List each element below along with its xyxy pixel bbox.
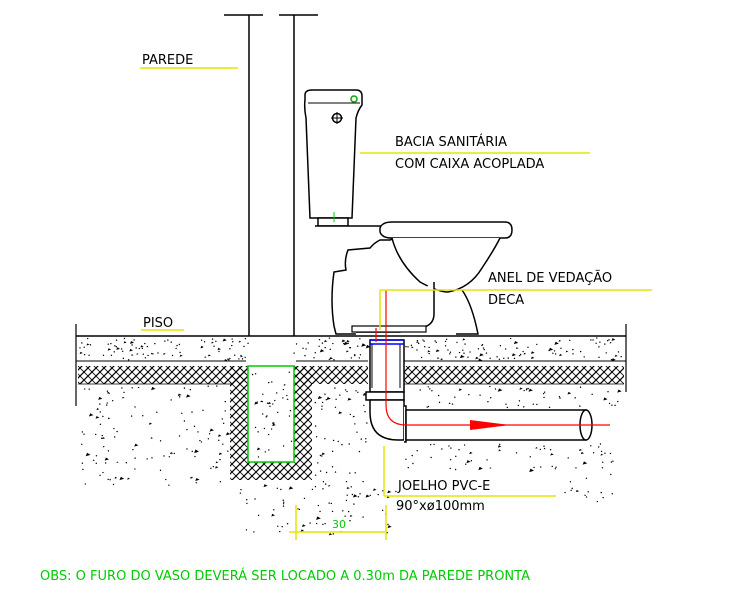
installation-note: OBS: O FURO DO VASO DEVERÁ SER LOCADO A … bbox=[40, 568, 530, 584]
pipe-axis bbox=[375, 290, 610, 430]
dimension-label: 30 bbox=[332, 518, 346, 531]
toilet-label-line1: BACIA SANITÁRIA bbox=[395, 134, 507, 150]
toilet-label-line2: COM CAIXA ACOPLADA bbox=[395, 157, 544, 172]
seal-label-line1: ANEL DE VEDAÇÃO bbox=[488, 270, 612, 286]
floor-label: PISO bbox=[143, 316, 173, 331]
elbow-label-line2: 90°xø100mm bbox=[396, 499, 485, 514]
concrete-texture bbox=[79, 337, 622, 362]
elbow-label-line1: JOELHO PVC-E bbox=[397, 479, 490, 494]
soil-texture bbox=[81, 371, 622, 536]
toilet bbox=[303, 89, 513, 335]
wall bbox=[224, 14, 318, 336]
floor-slab bbox=[75, 324, 627, 406]
seal-label-line2: DECA bbox=[488, 293, 524, 308]
leader-lines bbox=[140, 67, 652, 540]
wall-label: PAREDE bbox=[142, 53, 193, 68]
trench-outline bbox=[247, 365, 295, 463]
compacted-soil bbox=[78, 366, 624, 480]
